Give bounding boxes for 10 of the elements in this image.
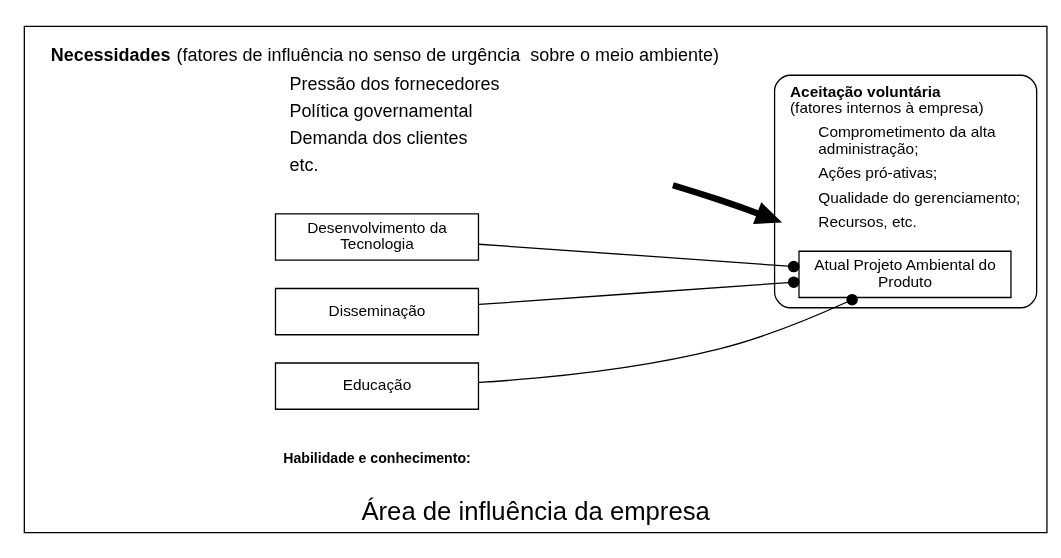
arrow <box>672 181 783 224</box>
node-box: Disseminação <box>274 287 480 335</box>
connector <box>478 243 800 272</box>
node-box: Educação <box>274 361 480 410</box>
node-box: Desenvolvimento da Tecnologia <box>274 212 480 261</box>
label: Habilidade e conhecimento: <box>283 449 471 466</box>
connector <box>478 275 800 305</box>
node-text: Necessidades (fatores de influência no senso de urgência sobre o meio ambiente) Pressão dos fornecedores Política governamental Demanda dos clientes etc. <box>50 44 719 175</box>
node-box: Atual Projeto Ambiental do Produto <box>798 250 1012 298</box>
connector <box>478 293 858 383</box>
